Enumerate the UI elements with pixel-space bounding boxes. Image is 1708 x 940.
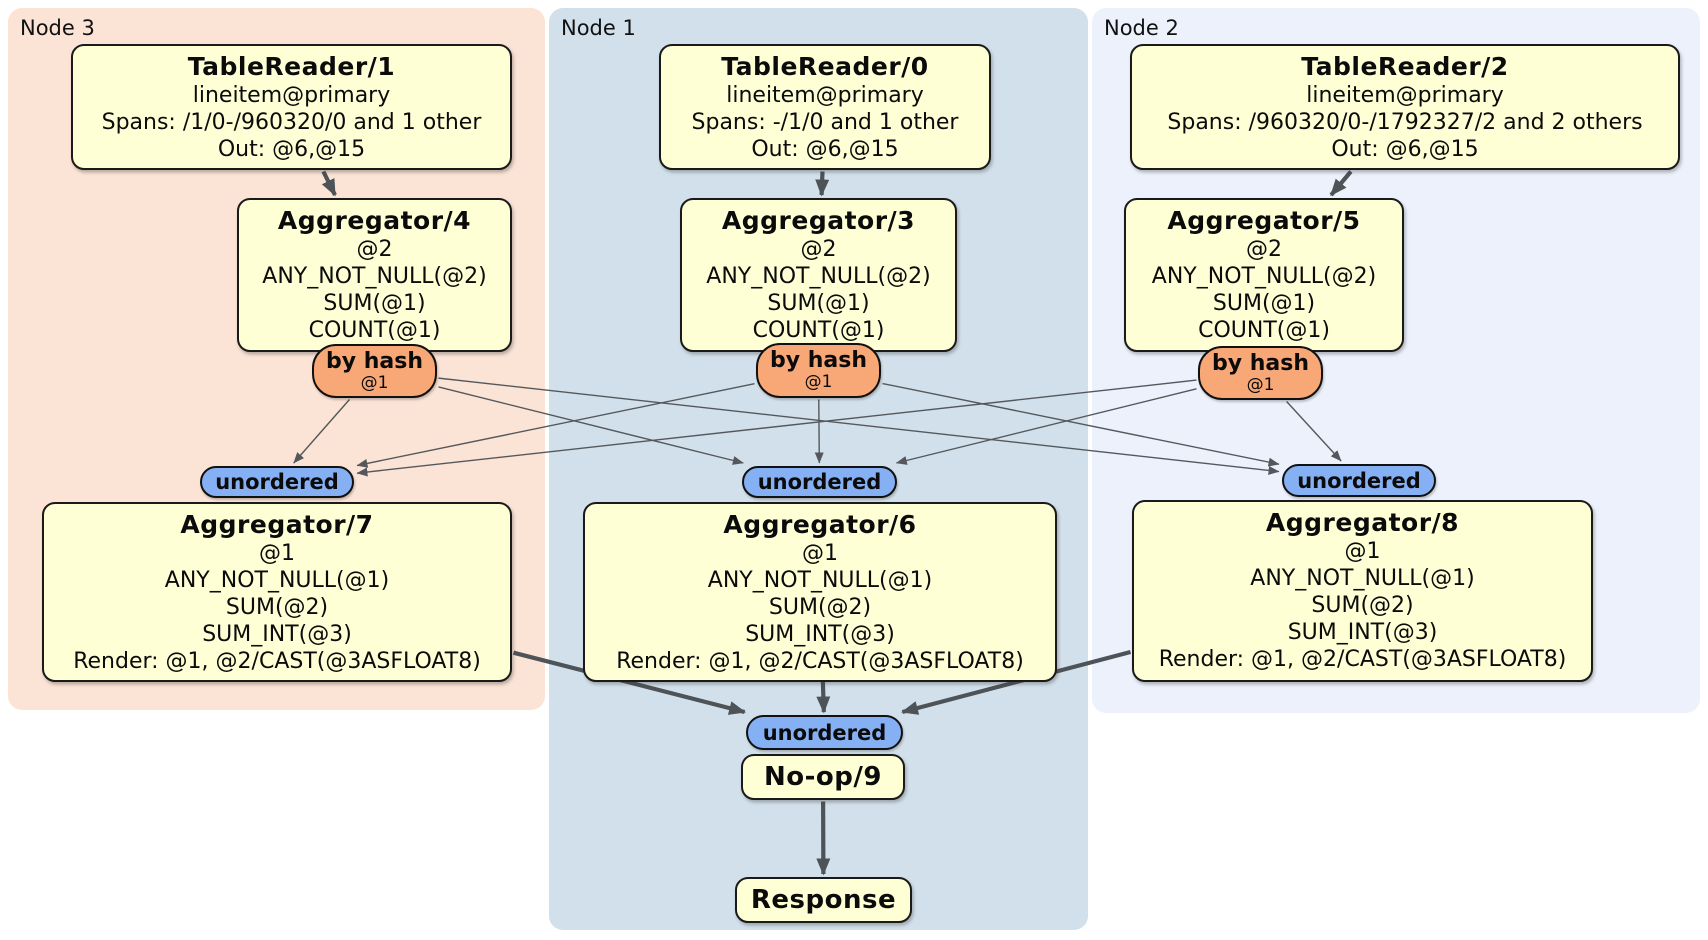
sync-unordered-right: unordered [1282, 464, 1436, 497]
processor-title: TableReader/0 [721, 52, 929, 81]
processor-detail-line: Render: @1, @2/CAST(@3ASFLOAT8) [616, 649, 1024, 674]
router-by-hash-4: by hash @1 [312, 344, 437, 398]
processor-detail-line: @1 [1344, 539, 1381, 564]
sync-label: unordered [762, 720, 887, 745]
processor-detail-line: ANY_NOT_NULL(@1) [1250, 566, 1475, 591]
router-label: by hash [769, 348, 867, 373]
processor-detail-line: Out: @6,@15 [217, 137, 366, 162]
processor-title: TableReader/1 [187, 52, 396, 81]
processor-detail-line: ANY_NOT_NULL(@2) [262, 264, 487, 289]
processor-detail-line: Out: @6,@15 [751, 137, 899, 162]
processor-title: No-op/9 [764, 761, 882, 792]
router-key: @1 [360, 372, 389, 393]
sync-unordered-final: unordered [746, 715, 903, 750]
processor-title: Aggregator/4 [277, 206, 472, 235]
processor-detail-line: Spans: /1/0-/960320/0 and 1 other [101, 110, 482, 135]
processor-detail-line: SUM(@1) [1212, 291, 1316, 316]
processor-title: Aggregator/8 [1265, 508, 1460, 537]
processor-detail-line: Out: @6,@15 [1331, 137, 1479, 162]
processor-detail-line: ANY_NOT_NULL(@1) [707, 568, 933, 593]
processor-detail-line: lineitem@primary [192, 83, 391, 108]
router-key: @1 [1246, 374, 1275, 395]
processor-detail-line: SUM(@2) [1311, 593, 1414, 618]
node-region-label: Node 3 [20, 16, 95, 40]
processor-detail-line: Spans: -/1/0 and 1 other [691, 110, 959, 135]
processor-detail-line: SUM(@2) [225, 595, 329, 620]
router-label: by hash [325, 348, 423, 374]
processor-title: Response [750, 884, 897, 915]
processor-detail-line: Render: @1, @2/CAST(@3ASFLOAT8) [73, 649, 481, 674]
processor-detail-line: COUNT(@1) [1198, 318, 1330, 343]
processor-detail-line: SUM(@1) [323, 291, 426, 316]
processor-detail-line: ANY_NOT_NULL(@2) [1151, 264, 1377, 289]
processor-detail-line: ANY_NOT_NULL(@1) [164, 568, 390, 593]
processor-detail-line: SUM_INT(@3) [1287, 620, 1438, 645]
processor-detail-line: @2 [1246, 237, 1282, 262]
processor-detail-line: SUM_INT(@3) [745, 622, 895, 647]
processor-title: TableReader/2 [1301, 52, 1509, 81]
processor-detail-line: SUM(@2) [768, 595, 872, 620]
processor-detail-line: Render: @1, @2/CAST(@3ASFLOAT8) [1158, 647, 1567, 672]
processor-detail-line: Spans: /960320/0-/1792327/2 and 2 others [1167, 110, 1643, 135]
node-region-label: Node 2 [1104, 16, 1179, 40]
processor-detail-line: SUM_INT(@3) [202, 622, 352, 647]
processor-title: Aggregator/5 [1167, 206, 1361, 235]
processor-detail-line: SUM(@1) [767, 291, 870, 316]
processor-noop-9: No-op/9 [741, 754, 905, 800]
sync-unordered-middle: unordered [742, 466, 897, 498]
sync-label: unordered [215, 470, 339, 494]
router-by-hash-5: by hash @1 [1198, 346, 1323, 400]
processor-detail-line: COUNT(@1) [752, 318, 885, 343]
sync-label: unordered [757, 470, 882, 494]
processor-detail-line: @1 [802, 541, 838, 566]
router-by-hash-3: by hash @1 [756, 343, 881, 398]
processor-detail-line: COUNT(@1) [308, 318, 441, 343]
processor-detail-line: @1 [259, 541, 295, 566]
router-label: by hash [1211, 350, 1309, 376]
processor-title: Aggregator/6 [723, 510, 917, 539]
processor-title: Aggregator/3 [721, 206, 916, 235]
processor-detail-line: @2 [356, 237, 393, 262]
processor-detail-line: lineitem@primary [1306, 83, 1504, 108]
router-key: @1 [804, 372, 833, 392]
processor-detail-line: @2 [800, 237, 837, 262]
processor-detail-line: lineitem@primary [726, 83, 924, 108]
sync-unordered-left: unordered [200, 466, 354, 498]
processor-detail-line: ANY_NOT_NULL(@2) [706, 264, 931, 289]
sync-label: unordered [1297, 468, 1421, 493]
processor-title: Aggregator/7 [180, 510, 374, 539]
processor-response: Response [735, 877, 912, 923]
node-region-label: Node 1 [561, 16, 636, 40]
